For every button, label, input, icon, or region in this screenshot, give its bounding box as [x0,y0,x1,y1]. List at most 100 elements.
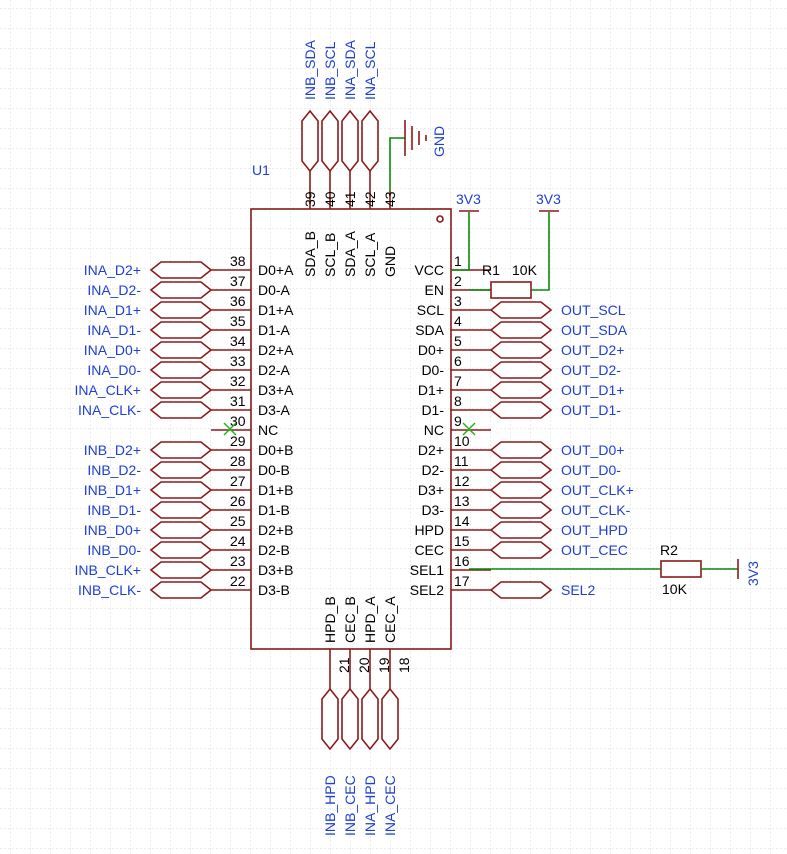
pin-14-name: HPD [414,522,444,538]
pin-14-number: 14 [454,513,470,529]
pin-25-name: D2+B [258,522,293,538]
pin-17-number: 17 [454,573,470,589]
net-label-ina-hpd: INA_HPD [362,775,378,836]
netflag-inb-cec[interactable] [341,687,359,751]
netflag-inb-d2-neg[interactable] [149,461,213,479]
netflag-out-d2-neg[interactable] [489,361,553,379]
netflag-inb-d0-neg[interactable] [149,541,213,559]
pin-43-number: 43 [382,191,398,207]
pin-6-name: D0- [421,362,444,378]
netflag-inb-d0-pos[interactable] [149,521,213,539]
netflag-out-hpd[interactable] [489,521,553,539]
netflag-inb-clk-pos[interactable] [149,561,213,579]
gnd-icon [404,120,427,156]
pin-36-number: 36 [230,293,246,309]
net-label-ina-d0-pos: INA_D0+ [84,342,141,358]
net-label-inb-d1-pos: INB_D1+ [84,482,141,498]
pin-11-number: 11 [454,453,469,469]
net-label-out-d2-neg: OUT_D2- [561,362,621,378]
net-label-ina-sda: INA_SDA [342,39,358,100]
netflag-ina-d1-pos[interactable] [149,301,213,319]
pin-35-name: D1-A [258,322,291,338]
netflag-inb-clk-neg[interactable] [149,581,213,599]
r1-resistor[interactable] [490,281,532,299]
pin-9-number: 9 [454,413,462,429]
netflag-ina-scl[interactable] [361,109,379,173]
netflag-ina-clk-pos[interactable] [149,381,213,399]
net-label-ina-d0-neg: INA_D0- [87,362,141,378]
pin-41-number: 41 [342,191,358,207]
pin-22-number: 22 [230,573,246,589]
net-label-ina-clk-neg: INA_CLK- [78,402,141,418]
pin-23-number: 23 [230,553,246,569]
pin-43-name: GND [382,246,398,277]
r2-value: 10K [662,581,688,597]
net-label-out-sda: OUT_SDA [561,322,628,338]
netflag-out-clk-neg[interactable] [489,501,553,519]
vcc-label-3: 3V3 [745,561,761,586]
netflag-inb-hpd[interactable] [321,687,339,751]
pin-13-name: D3- [421,502,444,518]
netflag-inb-scl[interactable] [321,109,339,173]
pin-30-name: NC [258,422,278,438]
pin-17-name: SEL2 [410,582,444,598]
net-label-out-clk-pos: OUT_CLK+ [561,482,634,498]
netflag-ina-clk-neg[interactable] [149,401,213,419]
r1-designator: R1 [482,262,500,278]
net-label-out-d1-pos: OUT_D1+ [561,382,624,398]
pin-35-number: 35 [230,313,246,329]
ic-body[interactable] [250,208,452,650]
netflag-out-cec[interactable] [489,541,553,559]
netflag-inb-d2-pos[interactable] [149,441,213,459]
pin-15-name: CEC [414,542,444,558]
pin-24-name: D2-B [258,542,290,558]
netflag-out-d2-pos[interactable] [489,341,553,359]
pin-42-name: SCL_A [362,232,378,277]
netflag-sel2[interactable] [489,581,553,599]
net-label-inb-hpd: INB_HPD [322,775,338,836]
pin-19-name: HPD_A [362,596,378,643]
net-label-out-d0-pos: OUT_D0+ [561,442,624,458]
net-label-out-hpd: OUT_HPD [561,522,628,538]
netflag-ina-d0-neg[interactable] [149,361,213,379]
net-label-ina-d2-pos: INA_D2+ [84,262,141,278]
gnd-label: GND [431,126,447,157]
pin-31-number: 31 [230,393,246,409]
netflag-inb-sda[interactable] [301,109,319,173]
pin-28-name: D0-B [258,462,290,478]
r2-resistor[interactable] [660,560,702,578]
net-label-inb-d0-pos: INB_D0+ [84,522,141,538]
pin-1-name: VCC [414,262,444,278]
netflag-ina-d2-neg[interactable] [149,281,213,299]
pin-12-name: D3+ [418,482,444,498]
netflag-ina-cec[interactable] [381,687,399,751]
net-label-ina-cec: INA_CEC [382,775,398,836]
netflag-inb-d1-pos[interactable] [149,481,213,499]
r2-designator: R2 [660,542,678,558]
pin-15-number: 15 [454,533,470,549]
pin-38-number: 38 [230,253,246,269]
netflag-out-d1-pos[interactable] [489,381,553,399]
netflag-ina-d2-pos[interactable] [149,261,213,279]
pin-33-name: D2-A [258,362,291,378]
r1-wire [531,212,550,291]
pin-19-number: 19 [376,657,392,673]
netflag-out-d1-neg[interactable] [489,401,553,419]
pin-5-name: D0+ [418,342,444,358]
netflag-ina-hpd[interactable] [361,687,379,751]
netflag-ina-d0-pos[interactable] [149,341,213,359]
netflag-out-d0-neg[interactable] [489,461,553,479]
netflag-out-d0-pos[interactable] [489,441,553,459]
netflag-inb-d1-neg[interactable] [149,501,213,519]
netflag-out-sda[interactable] [489,321,553,339]
pin-18-number: 18 [396,657,412,673]
pin-7-number: 7 [454,373,462,389]
pin-16-name: SEL1 [410,562,444,578]
net-label-inb-d1-neg: INB_D1- [87,502,141,518]
pin-20-number: 20 [356,657,372,673]
netflag-out-scl[interactable] [489,301,553,319]
netflag-ina-d1-neg[interactable] [149,321,213,339]
netflag-ina-sda[interactable] [341,109,359,173]
netflag-out-clk-pos[interactable] [489,481,553,499]
pin-23-name: D3+B [258,562,293,578]
